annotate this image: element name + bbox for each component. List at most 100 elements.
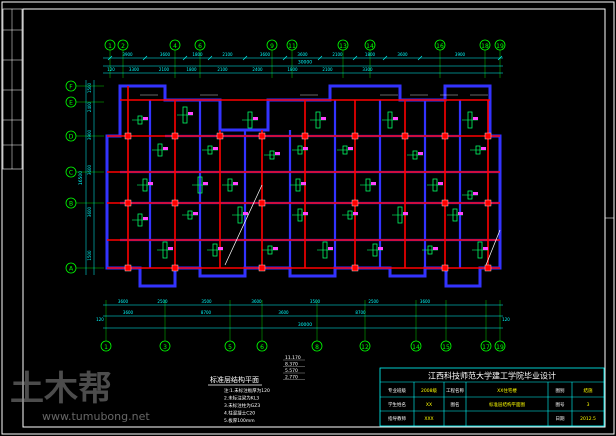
column [301, 132, 309, 140]
dim-tick [417, 55, 423, 61]
axis-label-top: 2 [121, 43, 125, 50]
dim-tick [382, 55, 388, 61]
beam-tag [378, 247, 383, 250]
column [124, 264, 132, 272]
dim-tick [207, 55, 213, 61]
axis-label-left: D [69, 134, 74, 141]
dim-text-top: 3900 [122, 52, 133, 57]
dim-text-bottom: 3600 [420, 299, 431, 304]
title-block-cell: 学生姓名 [388, 401, 406, 408]
dim-text-left: 1500 [87, 250, 92, 261]
beam-tag [303, 212, 308, 215]
dim-text-top-lower: 3300 [362, 67, 373, 72]
dim-text-bottom: 2500 [157, 299, 168, 304]
dim-text-bottom-lower: 3600 [123, 310, 134, 315]
column [258, 132, 266, 140]
dim-text-top-lower: 2100 [217, 67, 228, 72]
column [484, 132, 492, 140]
axis-label-top: 16 [436, 43, 444, 50]
plan-note: 注:1.未标注板厚为120 [224, 387, 270, 394]
beam-tag [148, 182, 153, 185]
axis-label-bottom: 17 [482, 344, 490, 351]
column [171, 264, 179, 272]
dim-text-top: 2100 [222, 52, 233, 57]
beam-tag [353, 212, 358, 215]
beam-tag [193, 212, 198, 215]
beam-tag [438, 182, 443, 185]
axis-label-left: A [69, 266, 74, 273]
beam-tag [418, 152, 423, 155]
axis-label-left: E [69, 100, 73, 107]
beam-tag [143, 117, 148, 120]
watermark-logo-text: 土木帮 [10, 369, 112, 409]
dim-text-bottom: 3500 [310, 299, 321, 304]
dim-text-top: 3600 [297, 52, 308, 57]
dim-text-top: 1800 [365, 52, 376, 57]
column [258, 264, 266, 272]
beam-tag [371, 182, 376, 185]
elevation-value: 2.770 [285, 375, 298, 381]
beam-tag [213, 147, 218, 150]
dim-text-bottom: 2500 [368, 299, 379, 304]
beam-tag [393, 117, 398, 120]
stair-line [224, 184, 263, 266]
dim-text-bottom: 3600 [118, 299, 129, 304]
axis-label-top: 4 [173, 43, 177, 50]
title-block-cell: 专业班级 [388, 387, 406, 394]
dim-text-left: 3900 [87, 129, 92, 140]
watermark-logo: 土木帮 www.tumubong.net [10, 369, 150, 423]
axis-layer [65, 39, 506, 352]
elevation-value: 5.570 [285, 368, 298, 374]
dim-text-edge: 120 [96, 317, 104, 322]
beam-tag [303, 147, 308, 150]
axis-label-left: B [69, 201, 73, 208]
dim-text-top-lower: 2100 [159, 67, 170, 72]
dim-text-top-total: 30000 [298, 60, 312, 66]
axis-label-left: F [69, 84, 73, 91]
dim-text-left: 2400 [87, 101, 92, 112]
watermark-url: www.tumubong.net [42, 410, 150, 423]
axis-label-bottom: 1 [104, 344, 108, 351]
beam-layer [107, 86, 500, 272]
beam-tag [275, 152, 280, 155]
axis-label-top: 9 [270, 43, 274, 50]
plan-note: 3.未标注柱为GZ3 [224, 402, 260, 409]
beam-tag [473, 192, 478, 195]
binding-strip [2, 8, 23, 170]
title-block-cell: 图号 [556, 402, 565, 408]
axis-label-top: 11 [288, 43, 296, 50]
beam-tag [253, 117, 258, 120]
beam-tag [218, 247, 223, 250]
dim-text-left-total: 16500 [78, 171, 84, 185]
dim-text-left: 3600 [87, 206, 92, 217]
dim-text-top: 3900 [455, 52, 466, 57]
column [484, 264, 492, 272]
exterior-wall [105, 84, 502, 288]
column [484, 199, 492, 207]
axis-label-bottom: 6 [260, 344, 264, 351]
elevation-value: 11.170 [285, 355, 301, 361]
dim-text-top-lower: 3300 [129, 67, 140, 72]
beam-tag [348, 147, 353, 150]
beam-tag [273, 247, 278, 250]
axis-label-bottom: 12 [361, 344, 369, 351]
dim-tick [142, 55, 148, 61]
title-block-cell: 2008级 [421, 387, 437, 394]
axis-label-top: 14 [366, 43, 374, 50]
dim-text-top-lower: 120 [107, 67, 115, 72]
beam-tag [473, 117, 478, 120]
plan-note: 5.板厚100mm [224, 417, 255, 424]
dim-text-bottom-lower: 8700 [201, 310, 212, 315]
axis-label-bottom: 15 [442, 344, 450, 351]
stair-line [485, 229, 501, 266]
axis-label-bottom: 5 [228, 344, 232, 351]
axis-label-left: C [69, 170, 73, 177]
title-block-cell: 结施 [584, 387, 593, 394]
plan-note: 2.未标注梁为KL3 [224, 395, 259, 402]
column [401, 132, 409, 140]
beam-tag [243, 212, 248, 215]
